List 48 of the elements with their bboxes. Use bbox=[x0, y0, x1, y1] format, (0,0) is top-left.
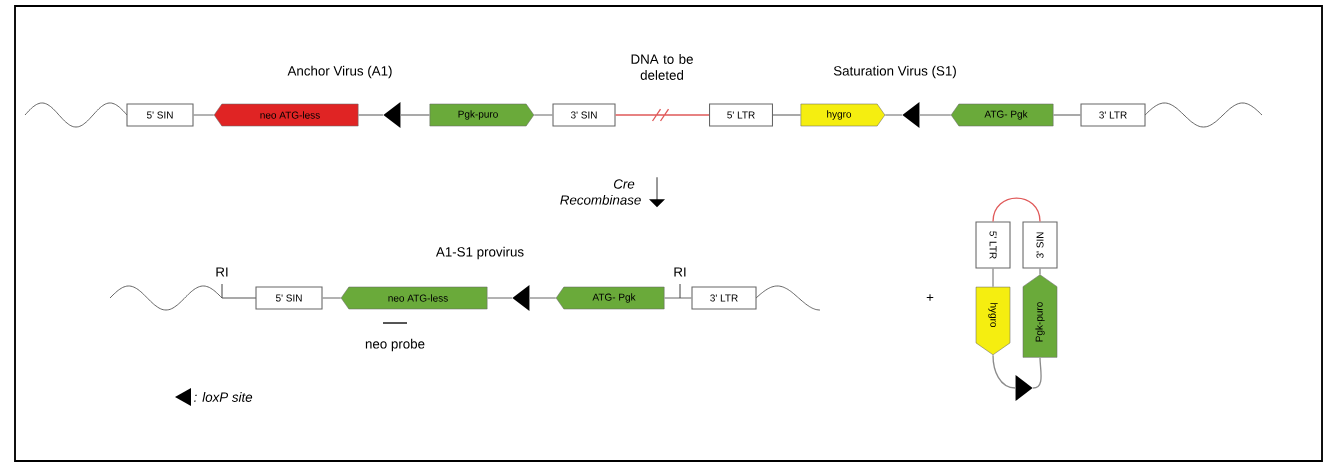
backbone-line bbox=[992, 354, 1016, 389]
element-box: 3' SIN bbox=[552, 103, 616, 127]
gene-segment: hygro bbox=[975, 286, 1011, 356]
gene-segment: hygro bbox=[800, 103, 886, 127]
probe-label: neo probe bbox=[365, 322, 425, 352]
loxp-triangle bbox=[512, 284, 530, 312]
element-box: 3' LTR bbox=[1080, 103, 1146, 127]
backbone-line bbox=[663, 297, 693, 299]
backbone-line bbox=[533, 114, 554, 116]
annotation: DNA to be deleted bbox=[631, 54, 693, 80]
backbone-line bbox=[192, 114, 215, 116]
gene-segment: ATG- Pgk bbox=[950, 103, 1054, 127]
heading: Saturation Virus (S1) bbox=[833, 65, 956, 79]
backbone-line bbox=[1052, 114, 1082, 116]
element-box: 3' SIN bbox=[1022, 221, 1058, 269]
gene-segment: neo ATG-less bbox=[340, 286, 488, 310]
loxp-triangle bbox=[383, 101, 401, 129]
gene-segment: Pgk-puro bbox=[1022, 274, 1058, 358]
element-box: 5' LTR bbox=[709, 103, 773, 127]
legend-text: : loxP site bbox=[194, 392, 253, 402]
gene-segment: ATG- Pgk bbox=[555, 286, 665, 310]
backbone-line bbox=[992, 267, 994, 288]
backbone-line bbox=[1032, 356, 1042, 389]
element-box: 5' SIN bbox=[255, 286, 323, 310]
annotation: Cre Recombinase bbox=[560, 179, 641, 205]
loxp-triangle bbox=[1015, 374, 1033, 402]
backbone-line bbox=[486, 297, 513, 299]
loxp-triangle bbox=[902, 101, 920, 129]
backbone-line bbox=[884, 114, 903, 116]
gene-segment: Pgk-puro bbox=[429, 103, 535, 127]
backbone-line bbox=[919, 114, 952, 116]
backbone-line bbox=[357, 114, 384, 116]
backbone-line bbox=[529, 297, 557, 299]
backbone-line bbox=[1039, 267, 1041, 276]
gene-segment: neo ATG-less bbox=[213, 103, 359, 127]
backbone-line bbox=[772, 114, 802, 116]
element-box: 5' LTR bbox=[975, 221, 1011, 269]
plus-sign: + bbox=[926, 294, 934, 301]
heading: A1-S1 provirus bbox=[435, 246, 524, 260]
backbone-line bbox=[400, 114, 431, 116]
backbone-line bbox=[992, 197, 1041, 223]
heading: Anchor Virus (A1) bbox=[287, 65, 392, 79]
restriction-site-label: RI bbox=[216, 267, 228, 299]
element-box: 5' SIN bbox=[126, 103, 194, 127]
element-box: 3' LTR bbox=[691, 286, 757, 310]
restriction-site-label: RI bbox=[674, 267, 686, 299]
backbone-line bbox=[321, 297, 342, 299]
backbone-line bbox=[614, 108, 710, 122]
